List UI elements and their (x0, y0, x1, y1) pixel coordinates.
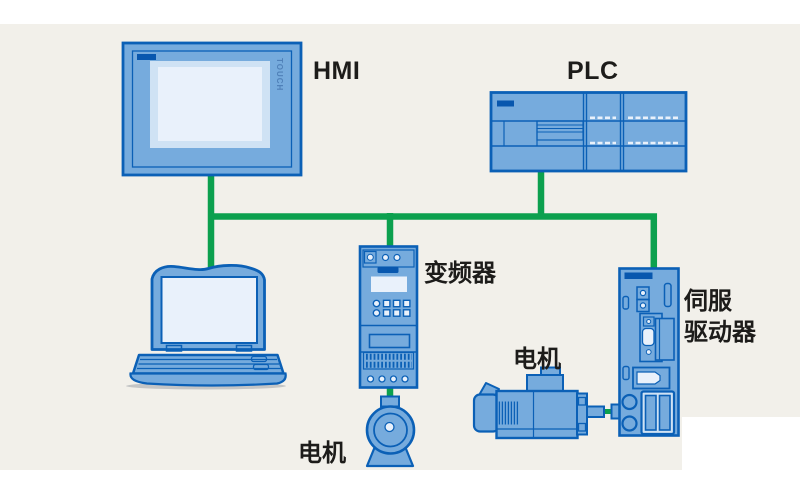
hmi-label: HMI (313, 57, 361, 85)
hmi-touch-badge: TOUCH (275, 58, 284, 92)
servo-drive-label-line1: 伺服 (684, 288, 732, 315)
plc-label: PLC (567, 57, 619, 85)
inverter-motor-label: 电机 (298, 440, 346, 467)
servo-motor-device (472, 366, 605, 440)
laptop-screen (160, 276, 258, 344)
inverter-motor-device (365, 395, 416, 468)
inverter-display (371, 276, 407, 292)
servo-drive-device (610, 267, 680, 437)
inverter-device (358, 245, 419, 389)
laptop-device (126, 264, 287, 390)
plc-device (489, 91, 688, 173)
servo-drive-top-badge (624, 272, 653, 279)
inverter-label: 变频器 (424, 260, 496, 287)
servo-drive-label: 伺服 驱动器 (684, 286, 756, 348)
plc-corner-badge (497, 100, 514, 107)
servo-motor-label: 电机 (513, 346, 561, 373)
hmi-corner-badge (137, 54, 156, 60)
hmi-device (121, 41, 303, 177)
servo-drive-label-line2: 驱动器 (684, 319, 756, 346)
inverter-keypad (372, 299, 411, 317)
